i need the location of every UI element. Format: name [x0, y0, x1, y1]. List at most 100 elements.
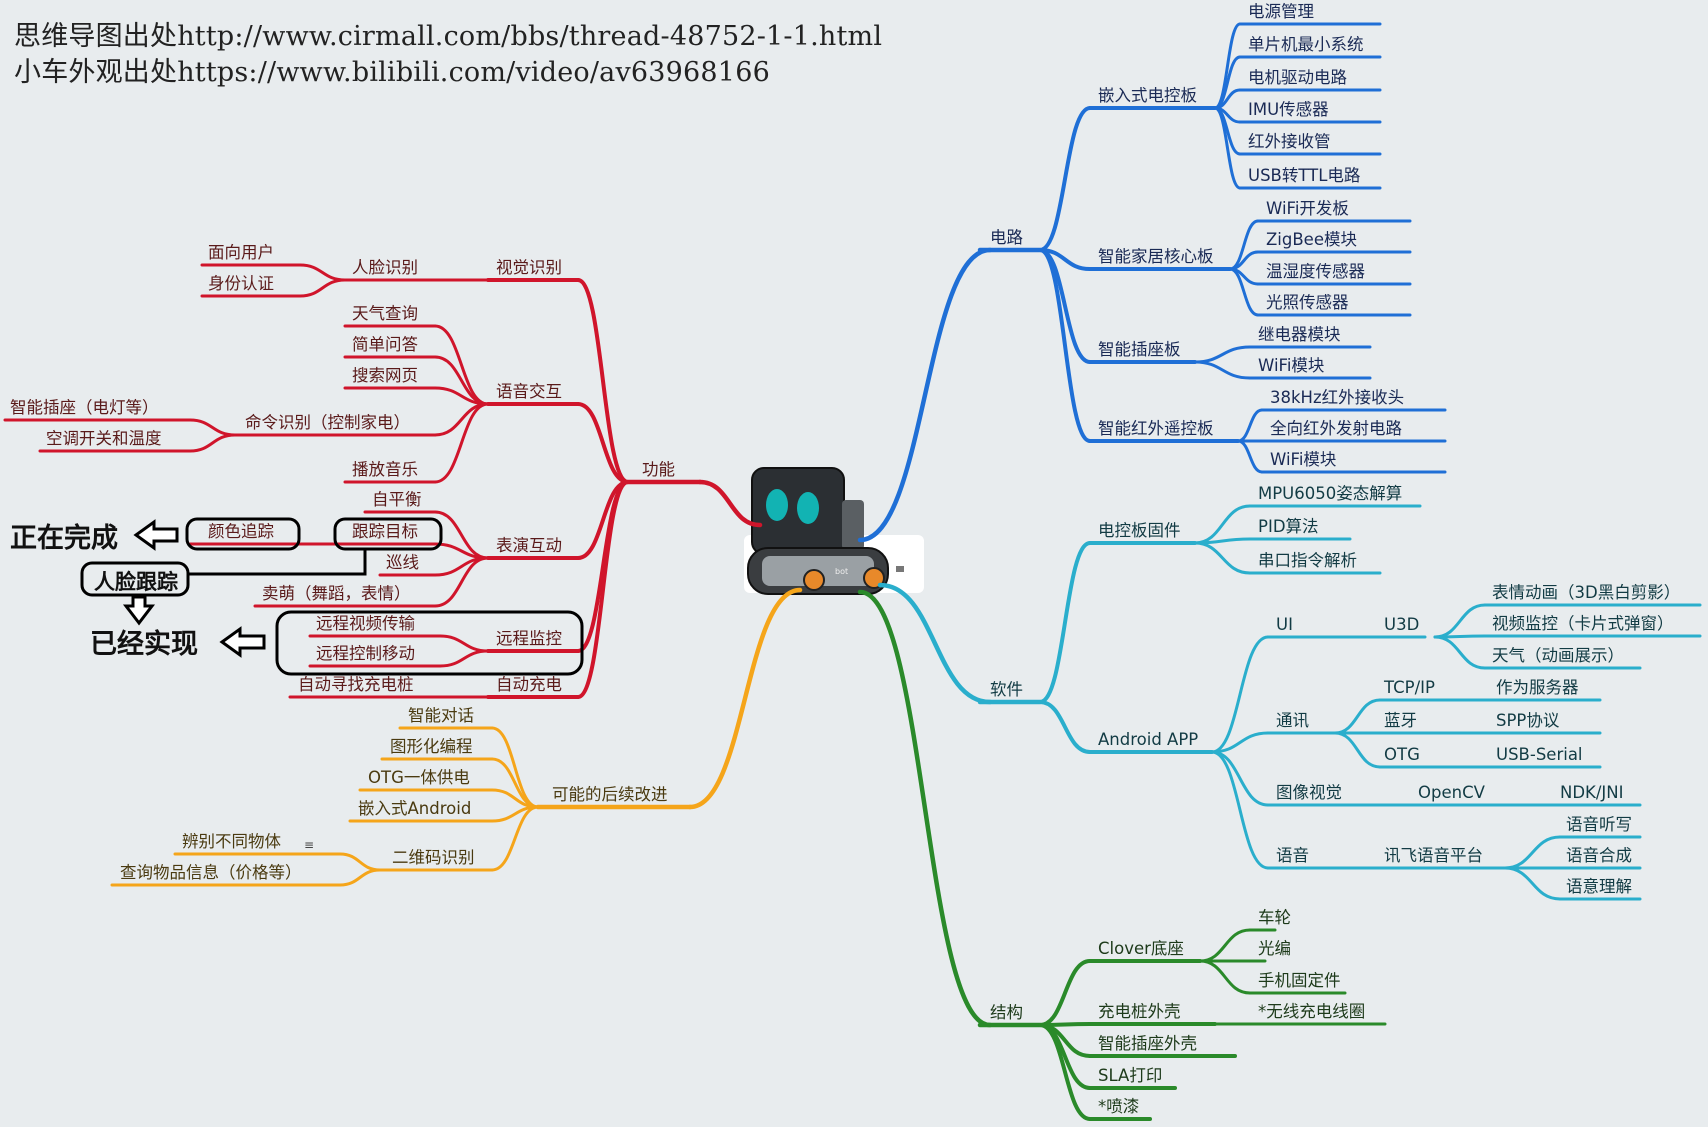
- node-ir-item[interactable]: WiFi模块: [1270, 450, 1337, 469]
- node-ui-item[interactable]: 表情动画（3D黑白剪影）: [1492, 583, 1681, 602]
- node-voice-item[interactable]: 天气查询: [352, 304, 418, 323]
- node-ui-item[interactable]: 视频监控（卡片式弹窗）: [1492, 614, 1674, 633]
- branch-connector: [1198, 959, 1252, 995]
- node-embedded[interactable]: 嵌入式电控板: [1098, 86, 1197, 105]
- node-remote-video[interactable]: 远程视频传输: [316, 614, 415, 633]
- node-face-auth[interactable]: 身份认证: [208, 274, 274, 293]
- node-qr-identify[interactable]: 辨别不同物体: [182, 832, 281, 851]
- node-embedded-item[interactable]: 单片机最小系统: [1248, 35, 1364, 54]
- node-smarthome-item[interactable]: ZigBee模块: [1266, 230, 1357, 249]
- node-future[interactable]: 可能的后续改进: [552, 785, 668, 804]
- node-socket-item[interactable]: WiFi模块: [1258, 356, 1325, 375]
- node-opencv[interactable]: OpenCV: [1418, 783, 1485, 802]
- node-ir-item[interactable]: 全向红外发射电路: [1270, 419, 1402, 438]
- node-comm-detail[interactable]: SPP协议: [1496, 711, 1560, 730]
- node-embedded-item[interactable]: 红外接收管: [1248, 132, 1331, 151]
- node-image-vision[interactable]: 图像视觉: [1276, 783, 1342, 802]
- node-software-voice[interactable]: 语音: [1276, 846, 1309, 865]
- node-smarthome-item[interactable]: 光照传感器: [1266, 293, 1349, 312]
- node-cmd-socket[interactable]: 智能插座（电灯等）: [10, 398, 159, 417]
- node-cmd-ac[interactable]: 空调开关和温度: [46, 429, 162, 448]
- node-cute[interactable]: 卖萌（舞蹈，表情）: [262, 584, 411, 603]
- node-firmware[interactable]: 电控板固件: [1098, 521, 1181, 540]
- node-qr-price[interactable]: 查询物品信息（价格等）: [120, 863, 302, 882]
- node-comm-protocol[interactable]: TCP/IP: [1384, 678, 1435, 697]
- node-embedded-item[interactable]: 电机驱动电路: [1248, 68, 1347, 87]
- branch-connector: [576, 278, 630, 484]
- node-balance[interactable]: 自平衡: [372, 490, 422, 509]
- node-structure[interactable]: 结构: [990, 1003, 1023, 1022]
- node-android[interactable]: Android APP: [1098, 730, 1199, 749]
- branch-connector: [1038, 959, 1092, 1027]
- node-color-track[interactable]: 颜色追踪: [208, 522, 274, 541]
- node-socket[interactable]: 智能插座板: [1098, 340, 1181, 359]
- node-func[interactable]: 功能: [642, 460, 675, 479]
- node-voice-item[interactable]: 语音听写: [1566, 815, 1632, 834]
- node-future-item[interactable]: 嵌入式Android: [358, 799, 472, 818]
- node-voice-item[interactable]: 语意理解: [1566, 877, 1632, 896]
- node-embedded-item[interactable]: 电源管理: [1248, 2, 1314, 21]
- node-future-item[interactable]: OTG一体供电: [368, 768, 470, 787]
- node-smarthome-item[interactable]: 温湿度传感器: [1266, 262, 1365, 281]
- node-xunfei[interactable]: 讯飞语音平台: [1384, 846, 1483, 865]
- node-face-user[interactable]: 面向用户: [208, 243, 274, 262]
- node-remote-move[interactable]: 远程控制移动: [316, 644, 415, 663]
- node-clover-item[interactable]: 车轮: [1258, 908, 1291, 927]
- branch-connector: [1038, 248, 1092, 443]
- node-charger-shell[interactable]: 充电桩外壳: [1098, 1002, 1181, 1021]
- branch-connector: [298, 278, 347, 298]
- node-ndk[interactable]: NDK/JNI: [1560, 783, 1624, 802]
- node-charge[interactable]: 自动充电: [496, 675, 562, 694]
- node-voice-item[interactable]: 搜索网页: [352, 366, 418, 385]
- branch-connector: [433, 402, 490, 437]
- branch-connector: [1210, 635, 1270, 754]
- node-vision[interactable]: 视觉识别: [496, 258, 562, 277]
- node-comm-protocol[interactable]: 蓝牙: [1384, 711, 1417, 730]
- node-comm-detail[interactable]: USB-Serial: [1496, 745, 1583, 764]
- node-cmd[interactable]: 命令识别（控制家电）: [245, 413, 410, 432]
- node-firmware-item[interactable]: MPU6050姿态解算: [1258, 484, 1403, 503]
- node-comm[interactable]: 通讯: [1276, 711, 1309, 730]
- node-circuit[interactable]: 电路: [990, 228, 1023, 247]
- node-clover-item[interactable]: 光编: [1258, 939, 1291, 958]
- node-ui-item[interactable]: 天气（动画展示）: [1492, 646, 1624, 665]
- node-clover-item[interactable]: 手机固定件: [1258, 971, 1341, 990]
- node-ui[interactable]: UI: [1276, 615, 1293, 634]
- node-perform[interactable]: 表演互动: [496, 536, 562, 555]
- node-firmware-item[interactable]: PID算法: [1258, 517, 1319, 536]
- node-track[interactable]: 跟踪目标: [352, 522, 418, 541]
- node-find-charger[interactable]: 自动寻找充电桩: [298, 675, 414, 694]
- node-wireless-coil[interactable]: *无线充电线圈: [1258, 1002, 1366, 1021]
- node-future-item[interactable]: 智能对话: [408, 706, 474, 725]
- node-future-item[interactable]: 图形化编程: [390, 737, 473, 756]
- node-socket-item[interactable]: 继电器模块: [1258, 325, 1341, 344]
- node-patrol[interactable]: 巡线: [386, 553, 419, 572]
- branch-connector: [1193, 360, 1252, 380]
- node-ir-item[interactable]: 38kHz红外接收头: [1270, 388, 1405, 407]
- node-smarthome[interactable]: 智能家居核心板: [1098, 247, 1214, 266]
- node-smarthome-item[interactable]: WiFi开发板: [1266, 199, 1349, 218]
- node-sla[interactable]: SLA打印: [1098, 1066, 1163, 1085]
- branch-connector: [857, 589, 993, 1028]
- node-comm-detail[interactable]: 作为服务器: [1496, 678, 1579, 697]
- branch-connector: [1210, 731, 1270, 754]
- node-comm-protocol[interactable]: OTG: [1384, 745, 1420, 764]
- node-qr[interactable]: 二维码识别: [392, 848, 475, 867]
- node-face[interactable]: 人脸识别: [352, 258, 418, 277]
- node-socket-shell[interactable]: 智能插座外壳: [1098, 1034, 1197, 1053]
- node-u3d[interactable]: U3D: [1384, 615, 1420, 634]
- node-ir[interactable]: 智能红外遥控板: [1098, 419, 1214, 438]
- node-paint[interactable]: *喷漆: [1098, 1097, 1140, 1116]
- node-firmware-item[interactable]: 串口指令解析: [1258, 551, 1357, 570]
- node-voice-item[interactable]: 简单问答: [352, 335, 418, 354]
- node-remote[interactable]: 远程监控: [496, 629, 562, 648]
- node-embedded-item[interactable]: USB转TTL电路: [1248, 166, 1361, 185]
- node-clover[interactable]: Clover底座: [1098, 939, 1184, 958]
- node-voice[interactable]: 语音交互: [496, 382, 562, 401]
- branch-connector: [687, 587, 803, 810]
- node-voice-item[interactable]: 语音合成: [1566, 846, 1632, 865]
- node-embedded-item[interactable]: IMU传感器: [1248, 100, 1329, 119]
- node-voice-item[interactable]: 播放音乐: [352, 460, 418, 479]
- node-software[interactable]: 软件: [990, 680, 1023, 699]
